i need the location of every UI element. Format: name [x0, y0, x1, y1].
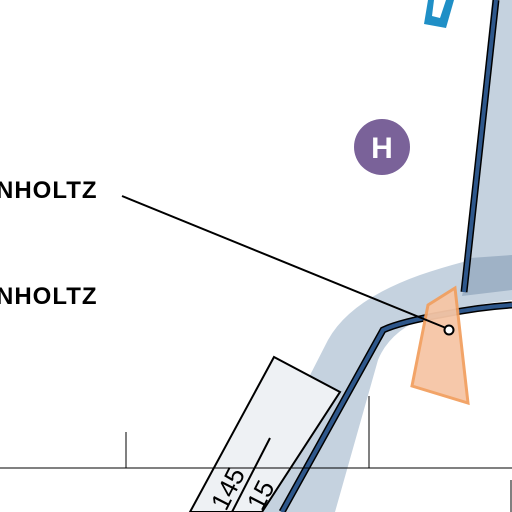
- right-area-overlap: [462, 255, 512, 296]
- route-corridor-band: [240, 252, 512, 512]
- vertical-road: [462, 0, 498, 293]
- helipad-icon[interactable]: [354, 119, 410, 175]
- place-label-lower: NHOLTZ: [0, 283, 98, 310]
- leader-line: [121, 195, 447, 329]
- runway-strip: [188, 355, 342, 512]
- location-point[interactable]: [443, 324, 455, 336]
- helipad-letter: H: [371, 132, 393, 165]
- orange-area-marker: [410, 285, 470, 406]
- place-label-upper: NHOLTZ: [0, 177, 98, 204]
- runway-centerline: [231, 437, 271, 512]
- blue-marker-inner: [432, 0, 446, 18]
